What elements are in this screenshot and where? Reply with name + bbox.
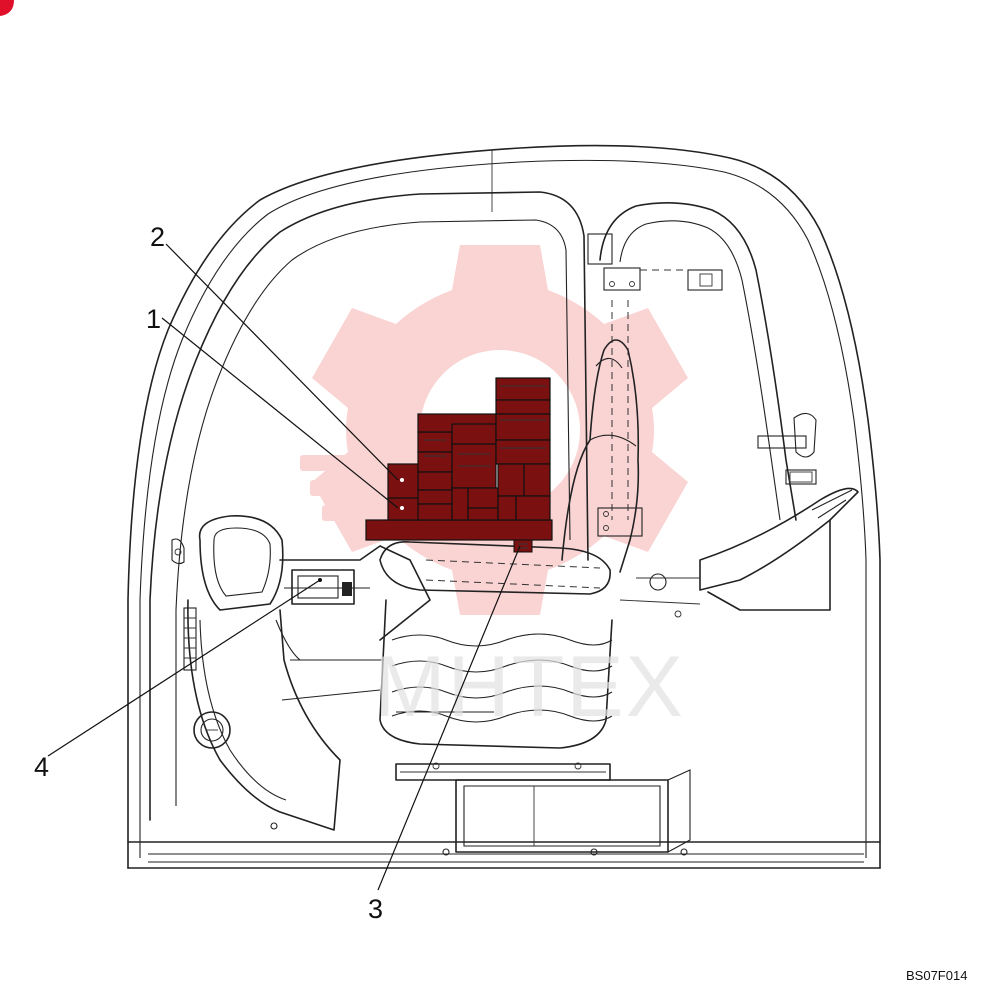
leader-line-3 xyxy=(377,545,521,891)
callout-3: 3 xyxy=(368,894,383,924)
corner-mark xyxy=(0,0,14,16)
seat-console-box xyxy=(455,769,691,853)
leader-line-1 xyxy=(161,317,399,509)
leader-line-4 xyxy=(47,579,321,757)
callout-4: 4 xyxy=(34,752,49,782)
left-control-console xyxy=(183,487,859,831)
connector-item-3 xyxy=(513,539,533,553)
cab-frame xyxy=(127,144,881,869)
rear-pillar-hardware xyxy=(587,233,817,537)
figure-code: BS07F014 xyxy=(906,968,967,983)
watermark-text: MHTEX xyxy=(374,639,685,735)
operator-seat xyxy=(379,339,640,781)
callout-1: 1 xyxy=(146,304,161,334)
leader-lines xyxy=(47,243,521,891)
leader-line-2 xyxy=(165,243,399,481)
relay-panel-item-4 xyxy=(291,569,355,605)
callout-2: 2 xyxy=(150,222,165,252)
fuse-box-detail-lines xyxy=(400,385,546,510)
fuse-relay-box xyxy=(365,377,553,541)
